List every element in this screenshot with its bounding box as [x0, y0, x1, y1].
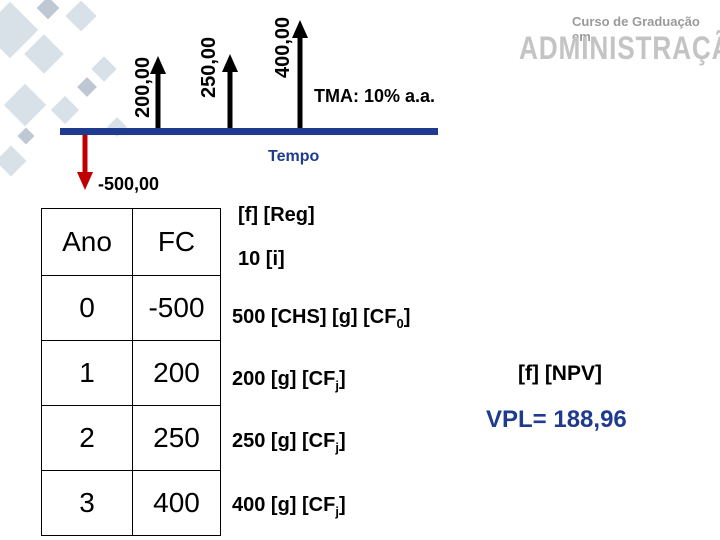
cell-cash-flow: -500 [132, 275, 221, 341]
cell-year: 3 [41, 470, 133, 536]
step-clear-registers: [f] [Reg] [238, 204, 315, 226]
outflow-arrow [77, 135, 93, 190]
inflow-arrow-2 [222, 54, 238, 128]
outflow-label: -500,00 [98, 174, 160, 194]
cell-cash-flow: 200 [132, 340, 221, 406]
cell-year: 1 [41, 340, 133, 406]
table-header-row: Ano FC [41, 208, 221, 276]
table-row: 1 200 [41, 340, 221, 406]
cell-year: 2 [41, 405, 133, 471]
step-cfj-3: 400 [g] [CFj] [232, 494, 346, 519]
cell-year: 0 [41, 275, 133, 341]
npv-result: VPL= 188,96 [486, 406, 627, 433]
timeline-bar [60, 128, 438, 135]
cell-cash-flow: 400 [132, 470, 221, 536]
table-row: 3 400 [41, 470, 221, 536]
logo-subtitle: Curso de Graduação em [572, 14, 700, 44]
step-npv: [f] [NPV] [518, 362, 602, 385]
table-row: 0 -500 [41, 275, 221, 341]
cell-cash-flow: 250 [132, 405, 221, 471]
header-year: Ano [41, 208, 133, 276]
time-label: Tempo [268, 148, 320, 165]
cash-flow-diagram [60, 20, 438, 190]
inflow-label-1: 200,00 [132, 56, 154, 118]
table-row: 2 250 [41, 405, 221, 471]
inflow-label-2: 250,00 [198, 36, 220, 98]
step-rate: 10 [i] [238, 248, 285, 270]
step-cfj-2: 250 [g] [CFj] [232, 430, 346, 455]
inflow-arrow-3 [292, 20, 308, 128]
inflow-label-3: 400,00 [272, 16, 294, 78]
step-cf0: 500 [CHS] [g] [CF0] [232, 306, 411, 331]
header-cash-flow: FC [132, 208, 221, 276]
step-cfj-1: 200 [g] [CFj] [232, 368, 346, 393]
inflow-arrow-1 [150, 56, 166, 128]
cash-flow-table: Ano FC 0 -500 1 200 2 250 3 400 [41, 208, 221, 536]
rate-label: TMA: 10% a.a. [314, 86, 436, 106]
logo-title: ADMINISTRAÇÃO [519, 30, 720, 66]
